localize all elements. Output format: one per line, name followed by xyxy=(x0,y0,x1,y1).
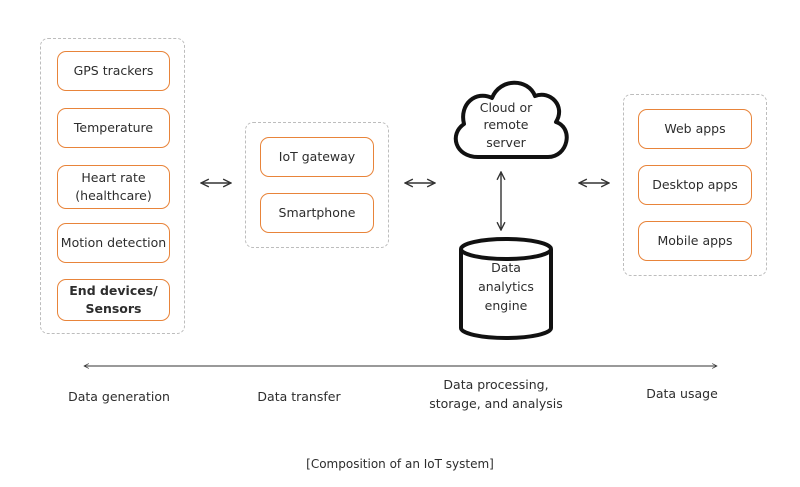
analytics-label: Data analytics engine xyxy=(478,260,534,313)
stage-data-usage: Data usage xyxy=(646,386,718,401)
web-apps-box: Web apps xyxy=(638,109,752,149)
stage-data-generation: Data generation xyxy=(68,389,170,404)
gps-trackers-box: GPS trackers xyxy=(57,51,170,91)
end-devices-sensors-box: End devices/ Sensors xyxy=(57,279,170,321)
cloud-label: Cloud or remote server xyxy=(479,100,533,150)
temperature-box: Temperature xyxy=(57,108,170,148)
iot-gateway-box: IoT gateway xyxy=(260,137,374,177)
stage-data-processing: Data processing, storage, and analysis xyxy=(429,377,563,411)
heart-rate-box: Heart rate (healthcare) xyxy=(57,165,170,209)
transfer-group xyxy=(245,122,389,248)
device-group xyxy=(40,38,185,334)
apps-group xyxy=(623,94,767,276)
desktop-apps-box: Desktop apps xyxy=(638,165,752,205)
stage-data-transfer: Data transfer xyxy=(257,389,341,404)
smartphone-box: Smartphone xyxy=(260,193,374,233)
database-cylinder-shape xyxy=(459,237,553,340)
diagram-caption: [Composition of an IoT system] xyxy=(306,457,494,471)
mobile-apps-box: Mobile apps xyxy=(638,221,752,261)
cloud-shape xyxy=(453,80,569,159)
motion-detection-box: Motion detection xyxy=(57,223,170,263)
